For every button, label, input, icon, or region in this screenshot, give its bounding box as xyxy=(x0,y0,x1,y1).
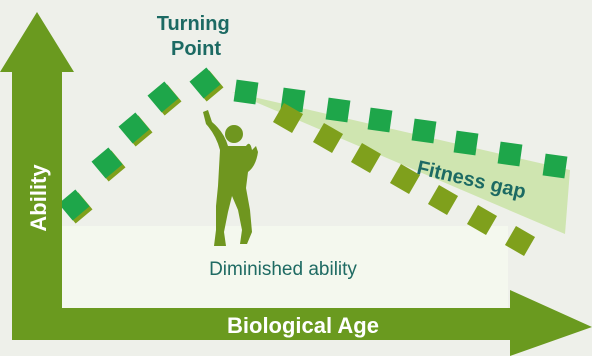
rising-marker xyxy=(189,67,221,99)
maintained-marker xyxy=(233,79,259,105)
trajectory-markers xyxy=(58,67,568,257)
rising-marker xyxy=(118,112,150,144)
turning-point-line-1: Turning xyxy=(157,13,230,35)
rising-marker xyxy=(91,147,123,179)
diminished-ability-label: Diminished ability xyxy=(209,259,357,280)
dancing-person-icon xyxy=(203,110,258,246)
maintained-marker xyxy=(367,107,393,133)
turning-point-label: Turning Point xyxy=(157,13,236,60)
y-axis-arrow xyxy=(0,12,74,340)
declining-marker xyxy=(272,102,304,134)
x-axis-arrow xyxy=(62,290,592,356)
maintained-marker xyxy=(325,97,351,123)
diminished-ability-box xyxy=(62,226,508,308)
declining-marker xyxy=(389,163,421,195)
maintained-marker xyxy=(542,153,568,179)
declining-marker xyxy=(350,142,382,174)
fitness-gap-area xyxy=(232,92,570,234)
maintained-marker xyxy=(497,141,523,167)
turning-point-line-2: Point xyxy=(171,38,221,60)
x-axis-label: Biological Age xyxy=(227,313,379,338)
declining-marker xyxy=(427,184,459,216)
maintained-marker xyxy=(453,130,479,156)
declining-marker xyxy=(504,225,536,257)
declining-marker xyxy=(312,122,344,154)
declining-marker xyxy=(466,204,498,236)
rising-marker xyxy=(147,81,179,113)
maintained-marker xyxy=(411,118,437,144)
rising-marker xyxy=(58,189,90,221)
y-axis-label: Ability xyxy=(26,164,51,232)
